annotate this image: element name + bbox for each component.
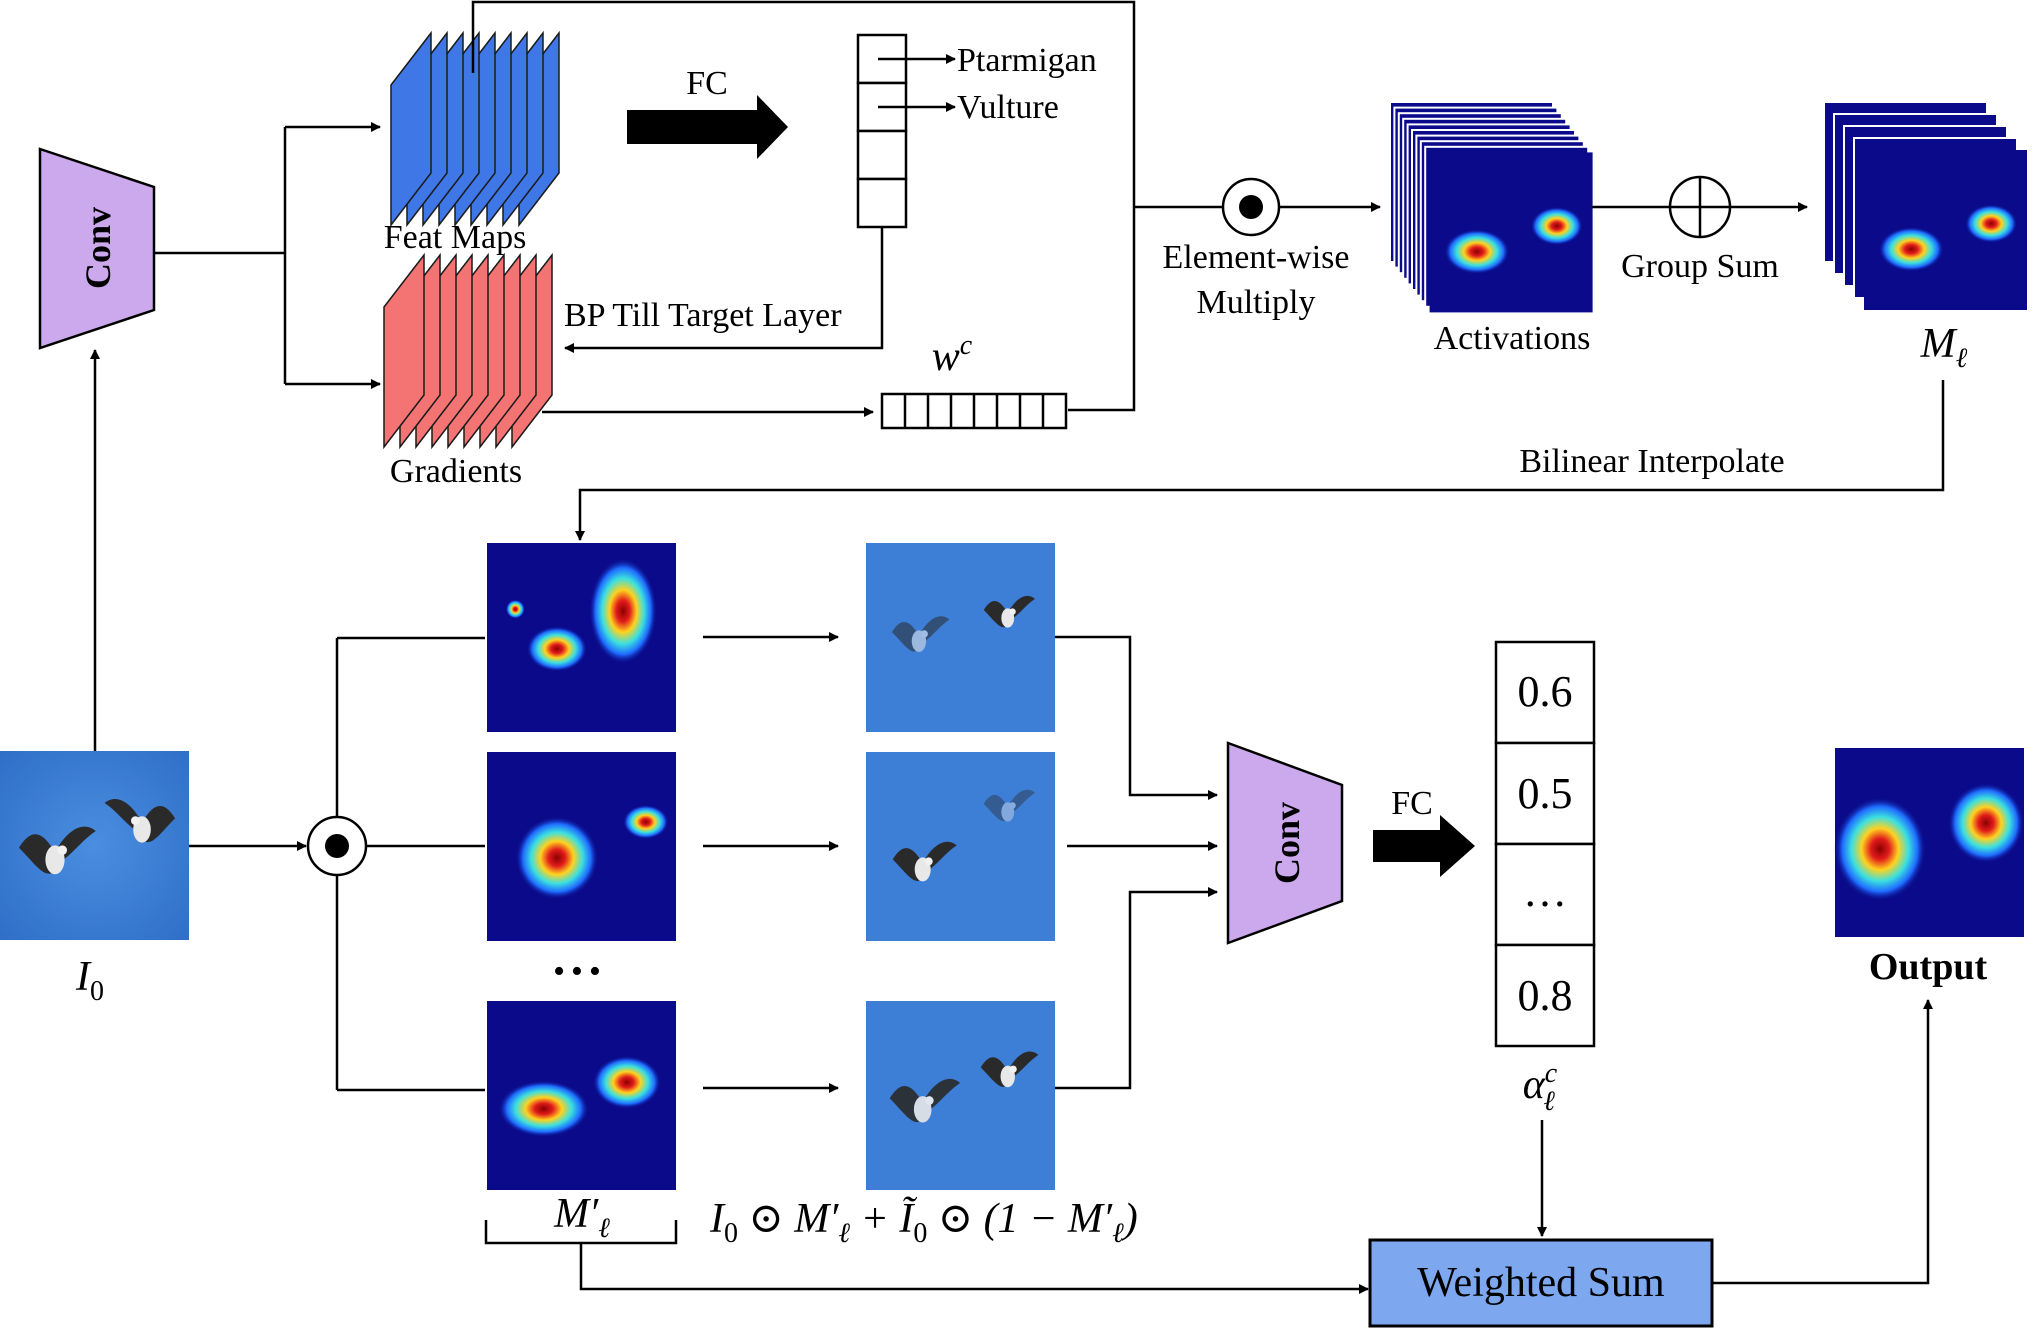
mask-prime-base: M′ <box>553 1191 599 1237</box>
conv-branch-connectors <box>154 122 381 389</box>
alpha-label-base: α <box>1523 1062 1546 1108</box>
formula-part: I <box>709 1196 726 1242</box>
formula-part: ) <box>1122 1196 1138 1242</box>
feat-maps-stack <box>390 30 560 228</box>
mask-bracket <box>484 1220 1369 1294</box>
output-heatmap <box>1834 748 2024 937</box>
formula-part: + Ĩ <box>850 1196 917 1242</box>
masking-formula: I0 ⊙ M′ℓ + Ĩ0 ⊙ (1 − M′ℓ) <box>709 1196 1138 1249</box>
weighted-sum-box: Weighted Sum <box>1368 1238 1714 1328</box>
formula-sub: 0 <box>724 1218 738 1249</box>
weight-label: wc <box>932 330 973 380</box>
input-label-base: I <box>75 954 92 1000</box>
activations-stack <box>1389 101 1593 313</box>
input-image <box>0 751 189 940</box>
gradients-label: Gradients <box>390 453 522 490</box>
formula-sub: ℓ <box>1112 1218 1124 1249</box>
masked-image <box>866 543 1055 732</box>
multiply-operator-bottom <box>306 815 368 877</box>
mask-heatmap <box>487 543 676 732</box>
formula-part: ⊙ M′ <box>738 1196 839 1242</box>
ml-stack <box>1823 101 2027 310</box>
bilinear-label: Bilinear Interpolate <box>1519 443 1784 480</box>
conv-block-top: Conv <box>38 147 156 350</box>
weight-label-base: w <box>932 334 960 380</box>
feat-map-layer <box>390 30 432 228</box>
group-sum-label: Group Sum <box>1621 248 1779 285</box>
formula-sub: 0 <box>913 1218 927 1249</box>
weighted-sum-label: Weighted Sum <box>1417 1260 1665 1306</box>
score-vector <box>1494 640 1596 1048</box>
alpha-label-sub: ℓ <box>1543 1086 1555 1117</box>
mask-heatmap <box>487 752 676 941</box>
masked-image <box>866 752 1055 941</box>
ml-layer <box>1864 150 2027 310</box>
weight-vector <box>880 392 1068 430</box>
formula-sub: ℓ <box>838 1218 850 1249</box>
multiply-operator-top <box>1221 177 1281 237</box>
bp-connector <box>564 227 884 353</box>
mask-prime-sub: ℓ <box>598 1213 610 1244</box>
mask-heatmap <box>487 1001 676 1190</box>
feat-maps-label: Feat Maps <box>384 219 527 256</box>
formula-part: ⊙ (1 − M′ <box>927 1196 1113 1242</box>
conv-label-bottom: Conv <box>1267 802 1307 884</box>
bilinear-connector <box>575 380 1945 541</box>
mask-prime-label: M′ℓ <box>553 1191 610 1244</box>
ml-label: Mℓ <box>1920 321 1968 374</box>
activation-layer <box>1429 152 1593 313</box>
bp-label: BP Till Target Layer <box>564 297 842 334</box>
mask-branch-connectors <box>335 636 485 1092</box>
class-label-vulture: Vulture <box>957 89 1059 126</box>
activations-label: Activations <box>1434 320 1591 357</box>
gradient-layer <box>383 252 425 450</box>
conv-label-top: Conv <box>78 207 118 289</box>
masked-image <box>866 1001 1055 1190</box>
fc-label-bottom: FC <box>1391 785 1433 822</box>
mask-ellipsis: ••• <box>553 953 607 990</box>
multiply-label-line2: Multiply <box>1196 284 1315 321</box>
masked-to-conv-connectors <box>1055 635 1218 1090</box>
gradients-stack <box>383 252 553 450</box>
class-arrows <box>878 54 956 112</box>
alpha-label-sup: c <box>1545 1058 1558 1089</box>
ml-label-base: M <box>1920 321 1958 367</box>
score-value: 0.5 <box>1518 769 1573 818</box>
group-sum-operator <box>1668 175 1732 239</box>
output-label: Output <box>1869 946 1988 988</box>
score-value: 0.8 <box>1518 971 1573 1020</box>
conv-block-bottom: Conv <box>1226 741 1344 945</box>
feat-to-multiply-connector <box>471 0 1136 412</box>
weightedsum-to-output-connector <box>1712 999 1933 1285</box>
mask-to-masked-connectors <box>703 632 839 1093</box>
fc-arrow-bottom <box>1373 815 1475 877</box>
fc-label-top: FC <box>686 65 728 102</box>
score-value: … <box>1523 867 1567 916</box>
input-label-sub: 0 <box>90 976 104 1007</box>
fc-arrow-top <box>627 95 788 159</box>
weight-label-superscript: c <box>960 330 973 361</box>
multiply-label-line1: Element-wise <box>1163 239 1350 276</box>
ml-label-sub: ℓ <box>1956 343 1968 374</box>
class-vector <box>856 33 908 229</box>
score-value: 0.6 <box>1518 667 1573 716</box>
class-label-ptarmigan: Ptarmigan <box>957 42 1097 79</box>
input-label: I0 <box>75 954 104 1007</box>
